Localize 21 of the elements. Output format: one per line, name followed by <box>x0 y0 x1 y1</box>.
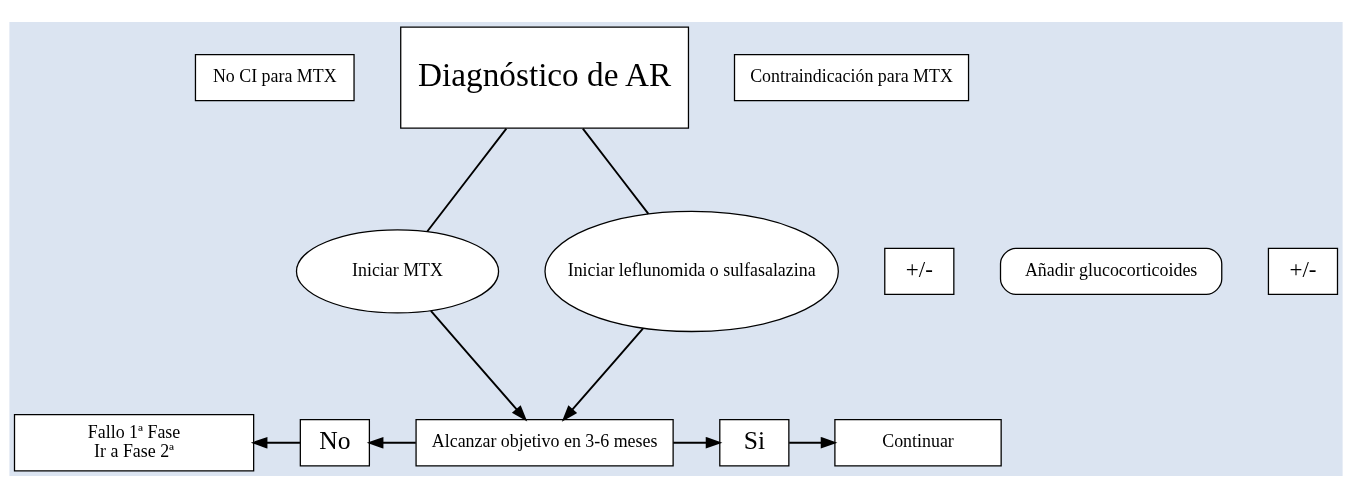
node-box: Diagnóstico de AR <box>400 26 690 129</box>
node-box: Fallo 1ª Fase Ir a Fase 2ª <box>13 413 255 471</box>
arrow <box>429 309 528 422</box>
connector <box>581 127 650 215</box>
arrow <box>788 436 838 449</box>
node-box: No <box>299 418 371 466</box>
node-box: Contraindicación para MTX <box>733 53 970 101</box>
node-ellipse: Iniciar MTX <box>295 228 500 314</box>
arrow <box>366 436 417 449</box>
node-ellipse: Iniciar leflunomida o sulfasalazina <box>544 210 839 332</box>
node-box: Añadir glucocorticoides <box>999 247 1223 295</box>
arrow <box>561 326 645 422</box>
node-box: Si <box>719 418 790 466</box>
arrow <box>672 436 723 449</box>
arrow <box>250 436 301 449</box>
node-box: Alcanzar objetivo en 3-6 meses <box>415 418 674 466</box>
node-box: +/- <box>1267 247 1339 295</box>
node-box: No CI para MTX <box>194 53 355 101</box>
node-box: Continuar <box>834 418 1002 466</box>
node-box: +/- <box>884 247 955 295</box>
connector <box>426 127 508 232</box>
